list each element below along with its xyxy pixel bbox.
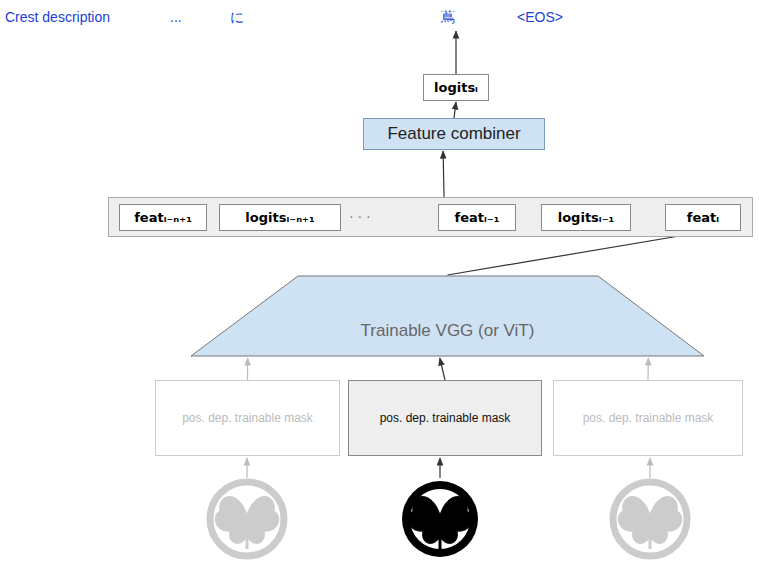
top-label: <EOS> — [517, 9, 563, 25]
top-label: に — [230, 9, 244, 27]
input-arrow — [649, 458, 650, 478]
connector-arrow — [442, 151, 444, 197]
node-text: featᵢ — [687, 210, 719, 225]
combiner-box: Feature combiner — [363, 118, 545, 150]
feature-strip: · · · featᵢ₋ₙ₊₁ logitsᵢ₋ₙ₊₁ featᵢ₋₁ logitsᵢ₋… — [108, 197, 753, 237]
connector-arrow — [647, 358, 649, 380]
mask-box: pos. dep. trainable mask — [553, 380, 743, 456]
node-text: Feature combiner — [387, 124, 520, 144]
crest-image — [613, 482, 687, 556]
top-label: 蔦 — [441, 9, 455, 27]
node-text: pos. dep. trainable mask — [583, 411, 714, 425]
top-label: ... — [170, 9, 182, 25]
connector-arrow — [440, 358, 445, 380]
node-text: Trainable VGG (or ViT) — [361, 321, 535, 341]
ellipsis-text: · · · — [349, 208, 371, 224]
connector-arrow — [448, 232, 704, 275]
feature-box: featᵢ₋₁ — [438, 204, 516, 231]
output-arrow — [455, 31, 456, 74]
node-text: pos. dep. trainable mask — [182, 411, 313, 425]
input-arrow — [246, 458, 247, 478]
node-text: logitsᵢ — [434, 80, 478, 95]
crest-image — [210, 482, 284, 556]
feature-box: featᵢ₋ₙ₊₁ — [119, 204, 207, 231]
trapezoid-outline — [190, 275, 705, 357]
crest-image — [402, 481, 478, 557]
trapezoid-shape — [191, 276, 704, 356]
node-text: logitsᵢ₋ₙ₊₁ — [245, 210, 314, 225]
backbone-trapezoid: Trainable VGG (or ViT) — [190, 275, 705, 357]
node-text: featᵢ₋₁ — [455, 210, 500, 225]
node-text: logitsᵢ₋₁ — [558, 210, 615, 225]
mask-box: pos. dep. trainable mask — [155, 380, 340, 456]
feature-box: featᵢ — [665, 204, 741, 231]
input-arrow — [439, 458, 440, 478]
mask-box: pos. dep. trainable mask — [348, 380, 542, 456]
connector-arrow — [247, 358, 248, 380]
logits-box: logitsᵢ₋ₙ₊₁ — [219, 204, 341, 231]
top-label: Crest description — [5, 9, 110, 25]
logits-box: logitsᵢ₋₁ — [541, 204, 631, 231]
node-text: featᵢ₋ₙ₊₁ — [134, 210, 192, 225]
node-text: pos. dep. trainable mask — [380, 411, 511, 425]
connector-arrow — [454, 102, 456, 118]
output-box: logitsᵢ — [423, 74, 489, 101]
